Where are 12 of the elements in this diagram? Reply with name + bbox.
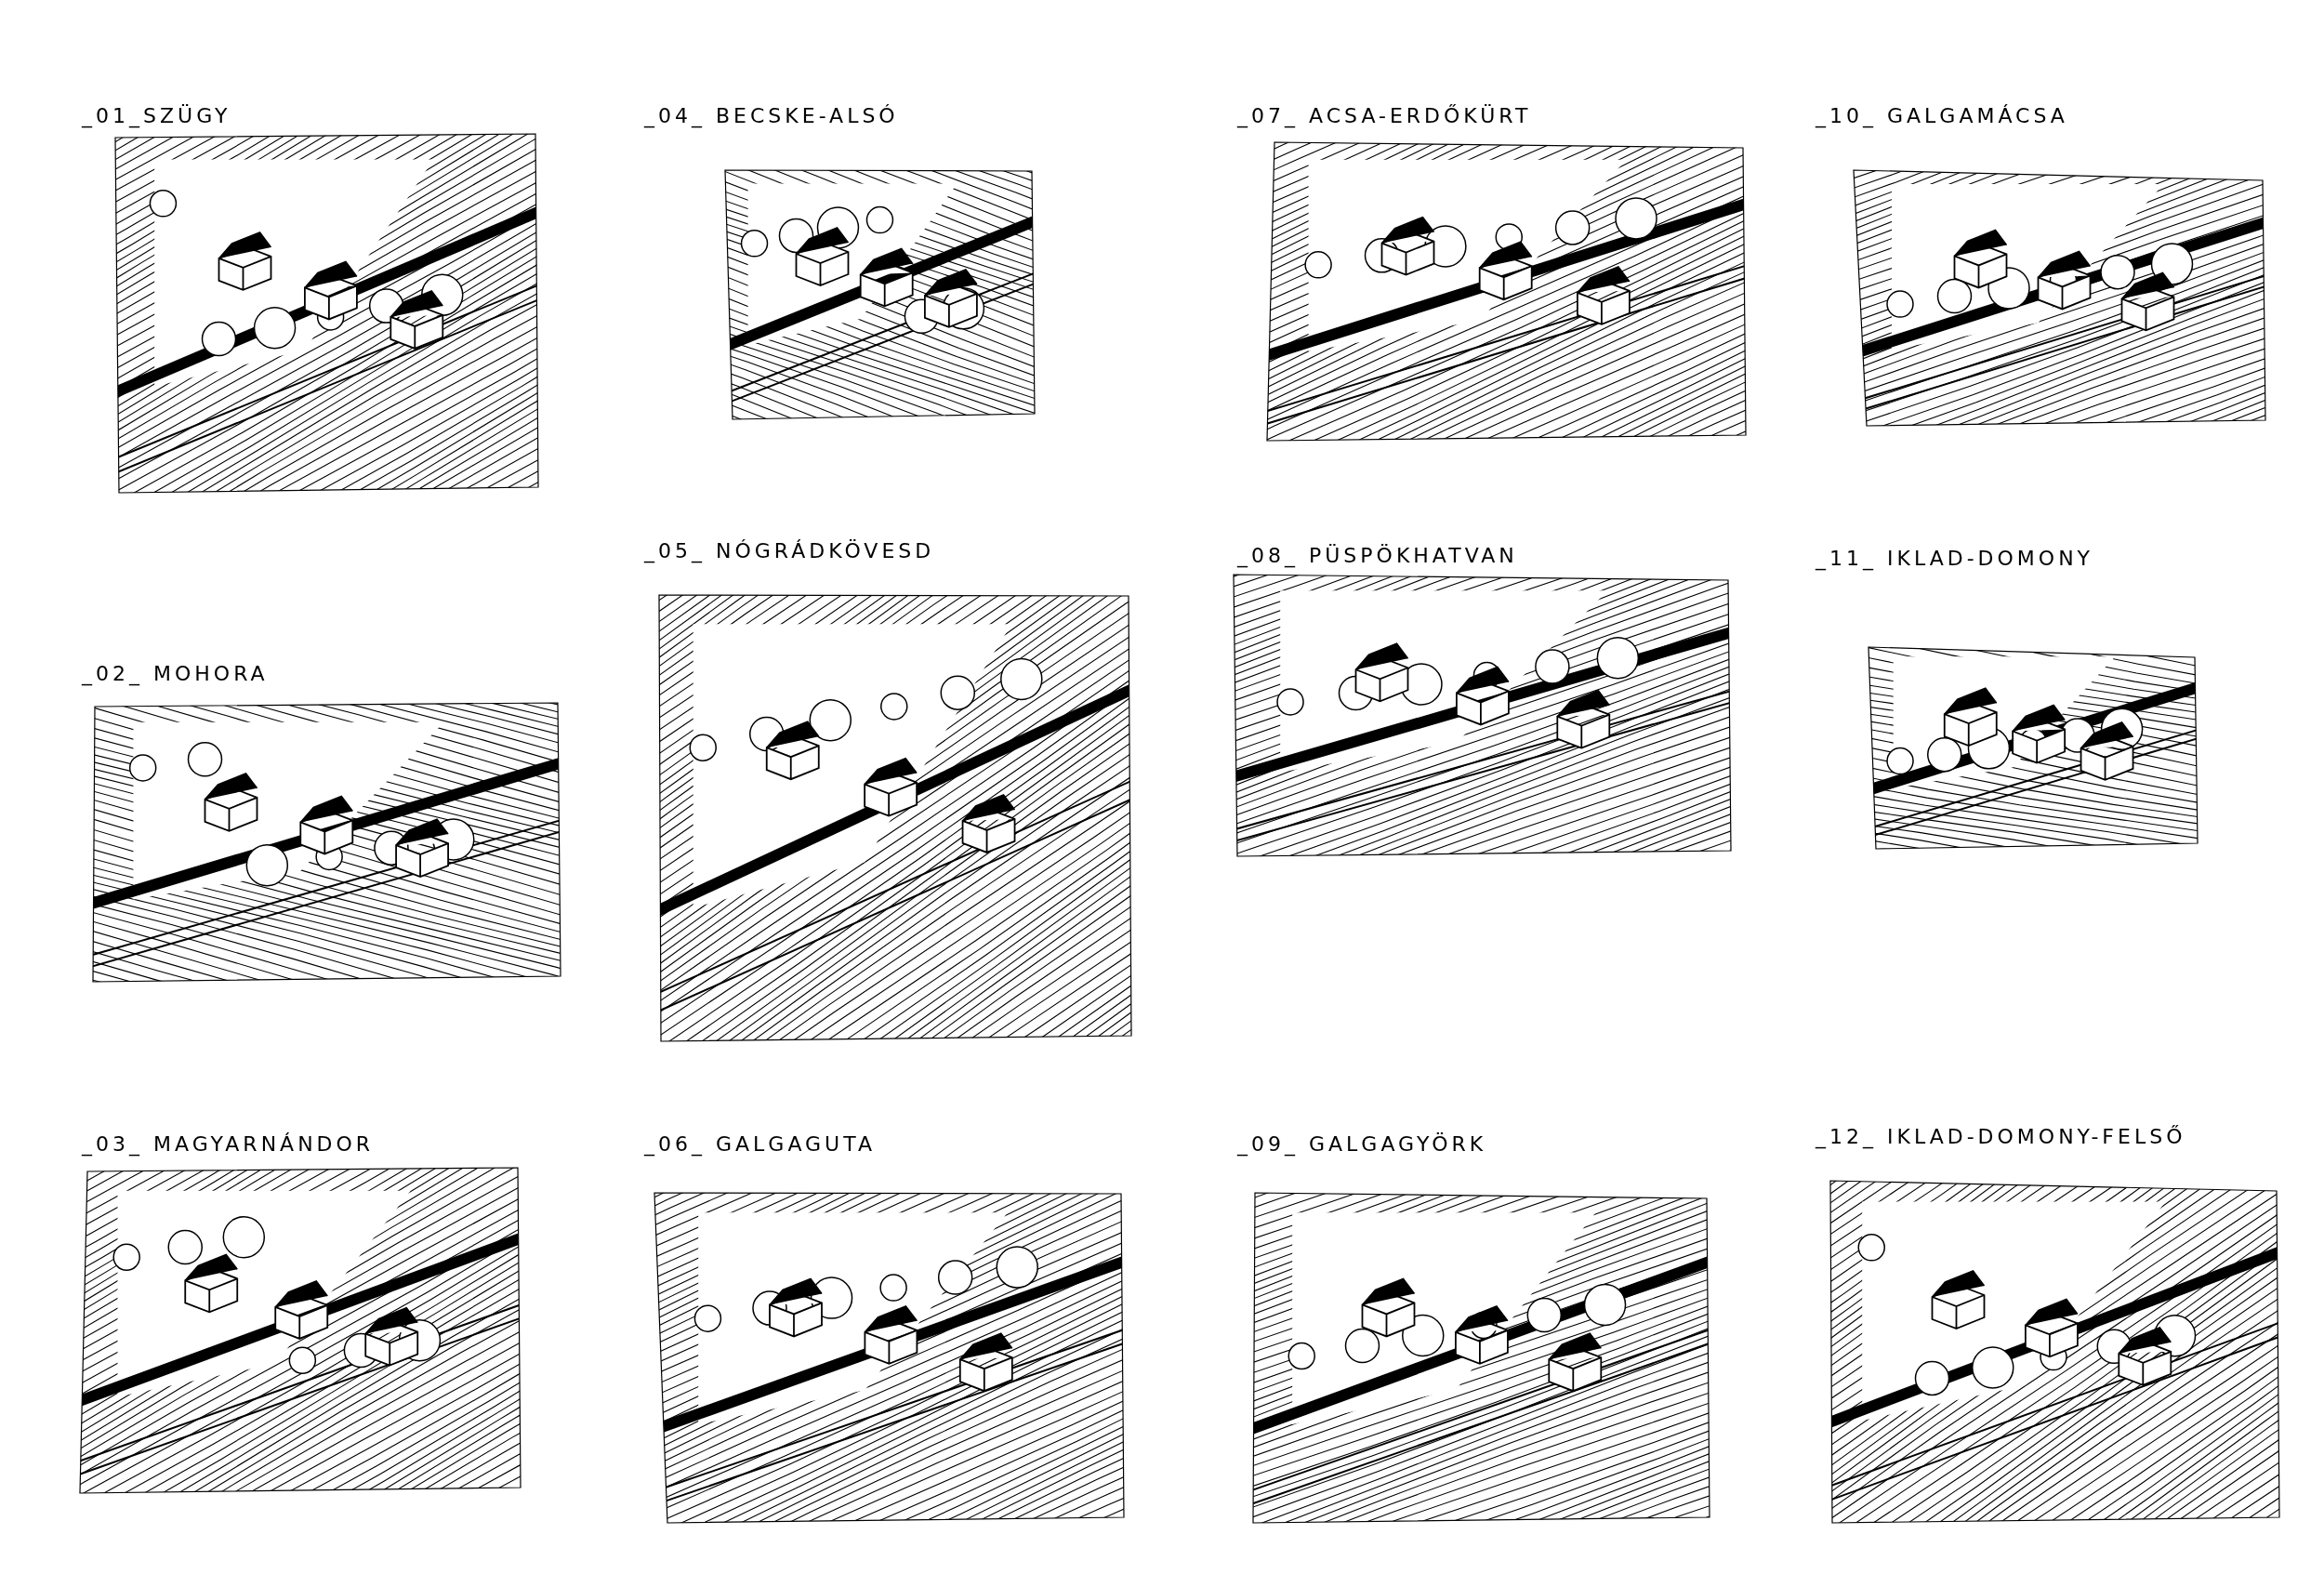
sketch-caption: _02_ MOHORA (82, 662, 269, 685)
sketch-caption: _04_ BECSKE-ALSÓ (644, 104, 899, 127)
sketch-caption: _11_ IKLAD-DOMONY (1816, 547, 2094, 570)
sketch-caption: _08_ PÜSPÖKHATVAN (1237, 544, 1518, 567)
sketch-caption: _12_ IKLAD-DOMONY-FELSŐ (1816, 1125, 2186, 1148)
sketch-caption: _01_SZÜGY (82, 104, 231, 127)
sketch-caption: _10_ GALGAMÁCSA (1816, 104, 2068, 127)
sketch-caption: _09_ GALGAGYÖRK (1237, 1132, 1487, 1156)
sketch-caption: _06_ GALGAGUTA (644, 1132, 876, 1156)
sketch-caption: _07_ ACSA-ERDŐKÜRT (1237, 104, 1532, 127)
sketch-caption: _03_ MAGYARNÁNDOR (82, 1132, 375, 1156)
sketch-caption: _05_ NÓGRÁDKÖVESD (644, 539, 935, 562)
